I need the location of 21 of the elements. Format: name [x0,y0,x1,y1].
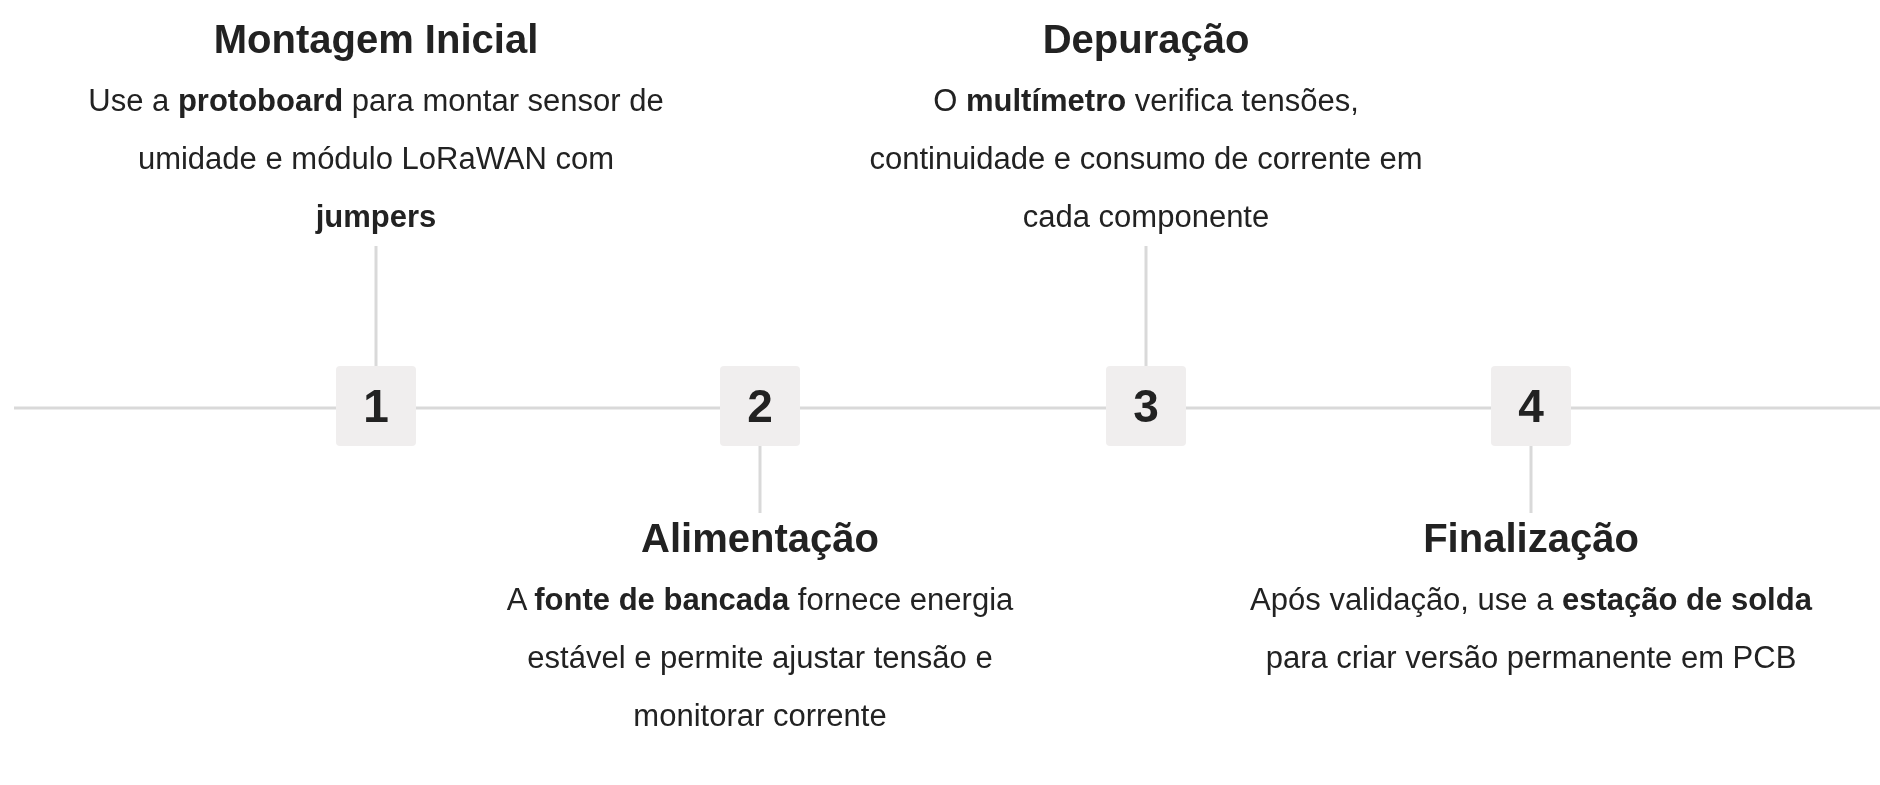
connector-line [1529,446,1533,513]
connector-line [374,246,378,366]
step-description: A fonte de bancada fornece energia estável e permite ajustar tensão e monitorar corrente [505,581,1015,735]
step-heading: Montagem Inicial [213,16,539,63]
step-number: 3 [1106,366,1186,446]
step-number: 2 [720,366,800,446]
step-description: Use a protoboard para montar sensor de umidade e módulo LoRaWAN com jumpers [87,82,665,236]
step-heading: Finalização [1423,515,1639,562]
connector-line [1144,246,1148,366]
step-description: Após validação, use a estação de solda para criar versão permanente em PCB [1249,581,1814,677]
timeline-line [416,406,720,410]
step-description: O multímetro verifica tensões, continuidade e consumo de corrente em cada componente [868,82,1424,236]
timeline-line [1186,406,1491,410]
step-heading: Depuração [1042,16,1250,63]
timeline-line [800,406,1106,410]
timeline-line [14,406,336,410]
step-heading: Alimentação [641,515,879,562]
step-number: 4 [1491,366,1571,446]
step-number: 1 [336,366,416,446]
connector-line [758,446,762,513]
timeline-line [1571,406,1880,410]
